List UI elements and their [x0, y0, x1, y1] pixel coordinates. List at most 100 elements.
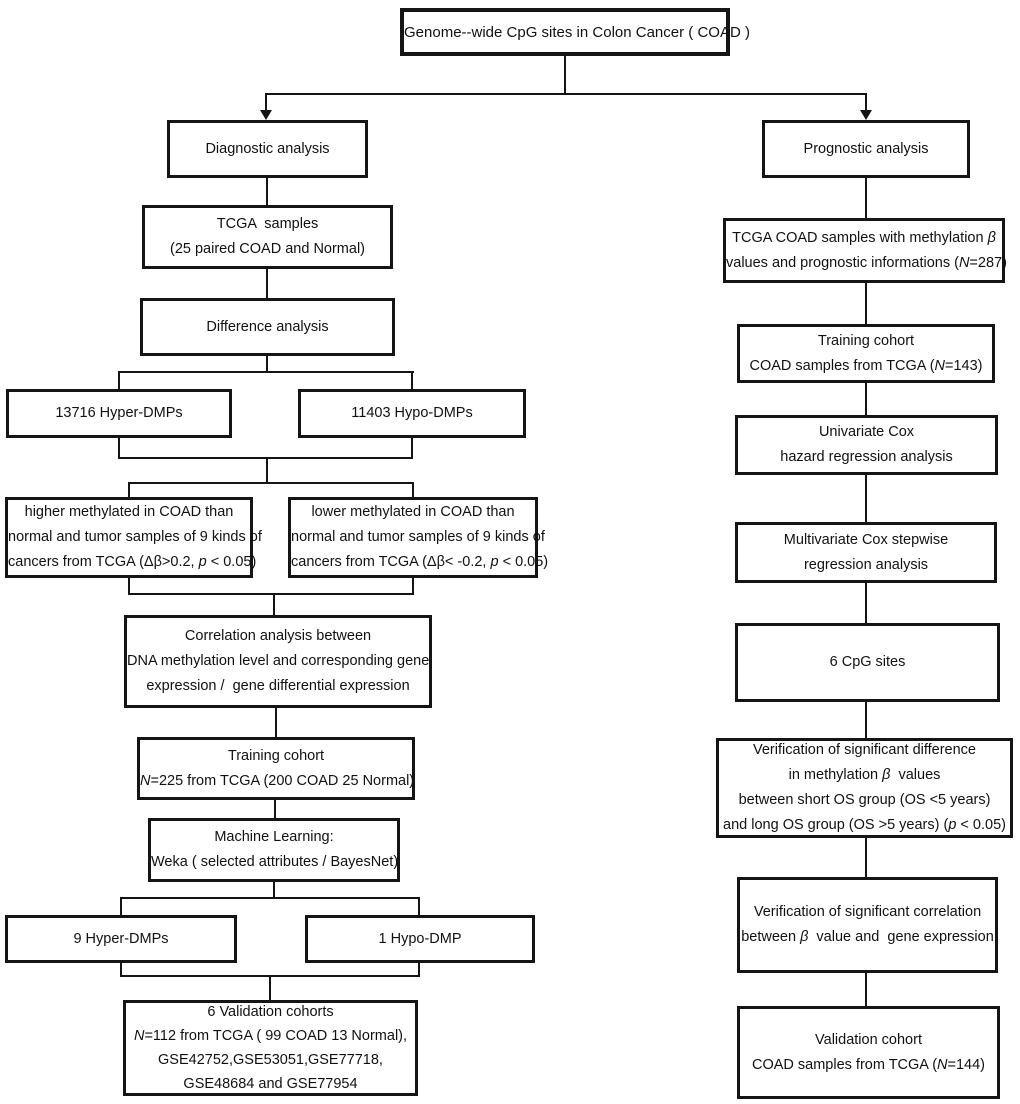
connector-to-diagnostic	[265, 93, 267, 111]
node-9-hyper-dmps: 9 Hyper-DMPs	[5, 915, 237, 963]
connector	[865, 583, 867, 623]
node-text-line: Difference analysis	[206, 318, 329, 335]
connector	[412, 482, 414, 497]
node-text-line: 11403 Hypo-DMPs	[351, 405, 473, 421]
node-text-line: expression / gene differential expressio…	[146, 678, 410, 694]
node-1-hypo-dmp: 1 Hypo-DMP	[305, 915, 535, 963]
node-6-cpg-sites: 6 CpG sites	[735, 623, 1000, 702]
node-text-line: 6 Validation cohorts	[207, 1004, 334, 1020]
node-diagnostic-analysis: Diagnostic analysis	[167, 120, 368, 178]
node-text-line: 6 CpG sites	[829, 654, 906, 670]
connector	[128, 482, 414, 484]
connector	[120, 897, 122, 915]
connector	[266, 457, 268, 484]
connector-root-down	[564, 56, 566, 93]
connector	[118, 371, 414, 373]
node-text-line: Training cohort	[817, 332, 915, 349]
node-text-line: Prognostic analysis	[803, 140, 929, 157]
connector	[275, 708, 277, 737]
node-tcga-coad-samples: TCGA COAD samples with methylation β valu…	[723, 218, 1007, 283]
node-verification-correlation: Verification of significant correlation b…	[737, 877, 998, 973]
connector	[120, 963, 122, 977]
connector	[120, 897, 420, 899]
node-text-line: between short OS group (OS <5 years)	[738, 792, 991, 808]
connector	[865, 383, 867, 415]
connector	[865, 973, 867, 1006]
node-lower-methylated: lower methylated in COAD than normal and …	[288, 497, 549, 578]
node-text-line: normal and tumor samples of 9 kinds of	[291, 529, 545, 545]
node-text-line: TCGA COAD samples with methylation β	[732, 229, 996, 246]
connector	[273, 593, 275, 615]
node-text-line: Verification of significant difference	[752, 742, 976, 758]
node-text-line: Machine Learning:	[214, 829, 334, 845]
node-text-line: COAD samples from TCGA (N=143)	[749, 357, 983, 374]
connector	[128, 482, 130, 497]
node-text-line: Univariate Cox	[818, 424, 915, 440]
node-text-line: N=225 from TCGA (200 COAD 25 Normal)	[140, 772, 415, 789]
node-text-line: GSE48684 and GSE77954	[183, 1076, 358, 1092]
connector	[411, 371, 413, 389]
node-text-line: Multivariate Cox stepwise	[783, 531, 949, 548]
node-text-line: DNA methylation level and corresponding …	[127, 653, 430, 669]
node-text-line: 13716 Hyper-DMPs	[55, 405, 183, 421]
connector-split-horizontal	[265, 93, 867, 95]
node-text-line: 1 Hypo-DMP	[378, 930, 462, 947]
connector	[865, 838, 867, 877]
node-machine-learning: Machine Learning: Weka ( selected attribu…	[148, 818, 400, 882]
node-text-line: values and prognostic informations (N=28…	[726, 254, 1007, 271]
node-text-line: Diagnostic analysis	[205, 140, 330, 157]
connector	[865, 178, 867, 218]
node-text-line: between β value and gene expression	[741, 929, 994, 945]
node-root: Genome--wide CpG sites in Colon Cancer (…	[400, 8, 750, 56]
node-text-line: regression analysis	[803, 556, 929, 573]
connector	[128, 593, 414, 595]
node-multivariate-cox: Multivariate Cox stepwise regression anal…	[735, 522, 997, 583]
node-text-line: 9 Hyper-DMPs	[73, 930, 169, 947]
connector	[274, 800, 276, 818]
connector	[865, 283, 867, 324]
node-text-line: hazard regression analysis	[780, 449, 953, 465]
node-prognostic-analysis: Prognostic analysis	[762, 120, 970, 178]
node-text-line: Verification of significant correlation	[753, 904, 982, 920]
connector-to-prognostic	[865, 93, 867, 111]
node-text-line: cancers from TCGA (Δβ< -0.2, p < 0.05)	[291, 554, 549, 570]
connector	[118, 371, 120, 389]
connector	[128, 578, 130, 595]
node-text-line: cancers from TCGA (Δβ>0.2, p < 0.05)	[8, 554, 257, 570]
arrowhead-prognostic	[860, 110, 872, 120]
node-text-line: Training cohort	[227, 747, 325, 764]
node-text-line: Weka ( selected attributes / BayesNet)	[151, 854, 399, 870]
connector	[412, 578, 414, 595]
connector	[118, 438, 120, 459]
connector	[865, 475, 867, 522]
node-text-line: Validation cohort	[815, 1031, 922, 1048]
node-text-line: (25 paired COAD and Normal)	[169, 241, 366, 257]
node-text-line: COAD samples from TCGA (N=144)	[751, 1056, 986, 1073]
node-text-line: higher methylated in COAD than	[24, 504, 234, 520]
node-univariate-cox: Univariate Cox hazard regression analysis	[735, 415, 998, 475]
node-text-line: Correlation analysis between	[184, 628, 372, 644]
node-text-line: normal and tumor samples of 9 kinds of	[8, 529, 262, 545]
node-text-line: lower methylated in COAD than	[311, 504, 515, 520]
arrowhead-diagnostic	[260, 110, 272, 120]
connector	[865, 702, 867, 738]
node-text-line: N=112 from TCGA ( 99 COAD 13 Normal),	[133, 1028, 408, 1044]
node-hyper-dmps: 13716 Hyper-DMPs	[6, 389, 232, 438]
node-text-line: Genome--wide CpG sites in Colon Cancer (…	[404, 23, 750, 41]
connector	[273, 882, 275, 899]
node-higher-methylated: higher methylated in COAD than normal and…	[5, 497, 262, 578]
node-text-line: TCGA samples	[216, 216, 319, 232]
node-tcga-samples: TCGA samples (25 paired COAD and Normal)	[142, 205, 393, 269]
node-hypo-dmps: 11403 Hypo-DMPs	[298, 389, 526, 438]
connector	[411, 438, 413, 459]
connector	[418, 963, 420, 977]
connector	[266, 356, 268, 373]
node-text-line: and long OS group (OS >5 years) (p < 0.0…	[723, 817, 1006, 833]
connector	[118, 457, 413, 459]
